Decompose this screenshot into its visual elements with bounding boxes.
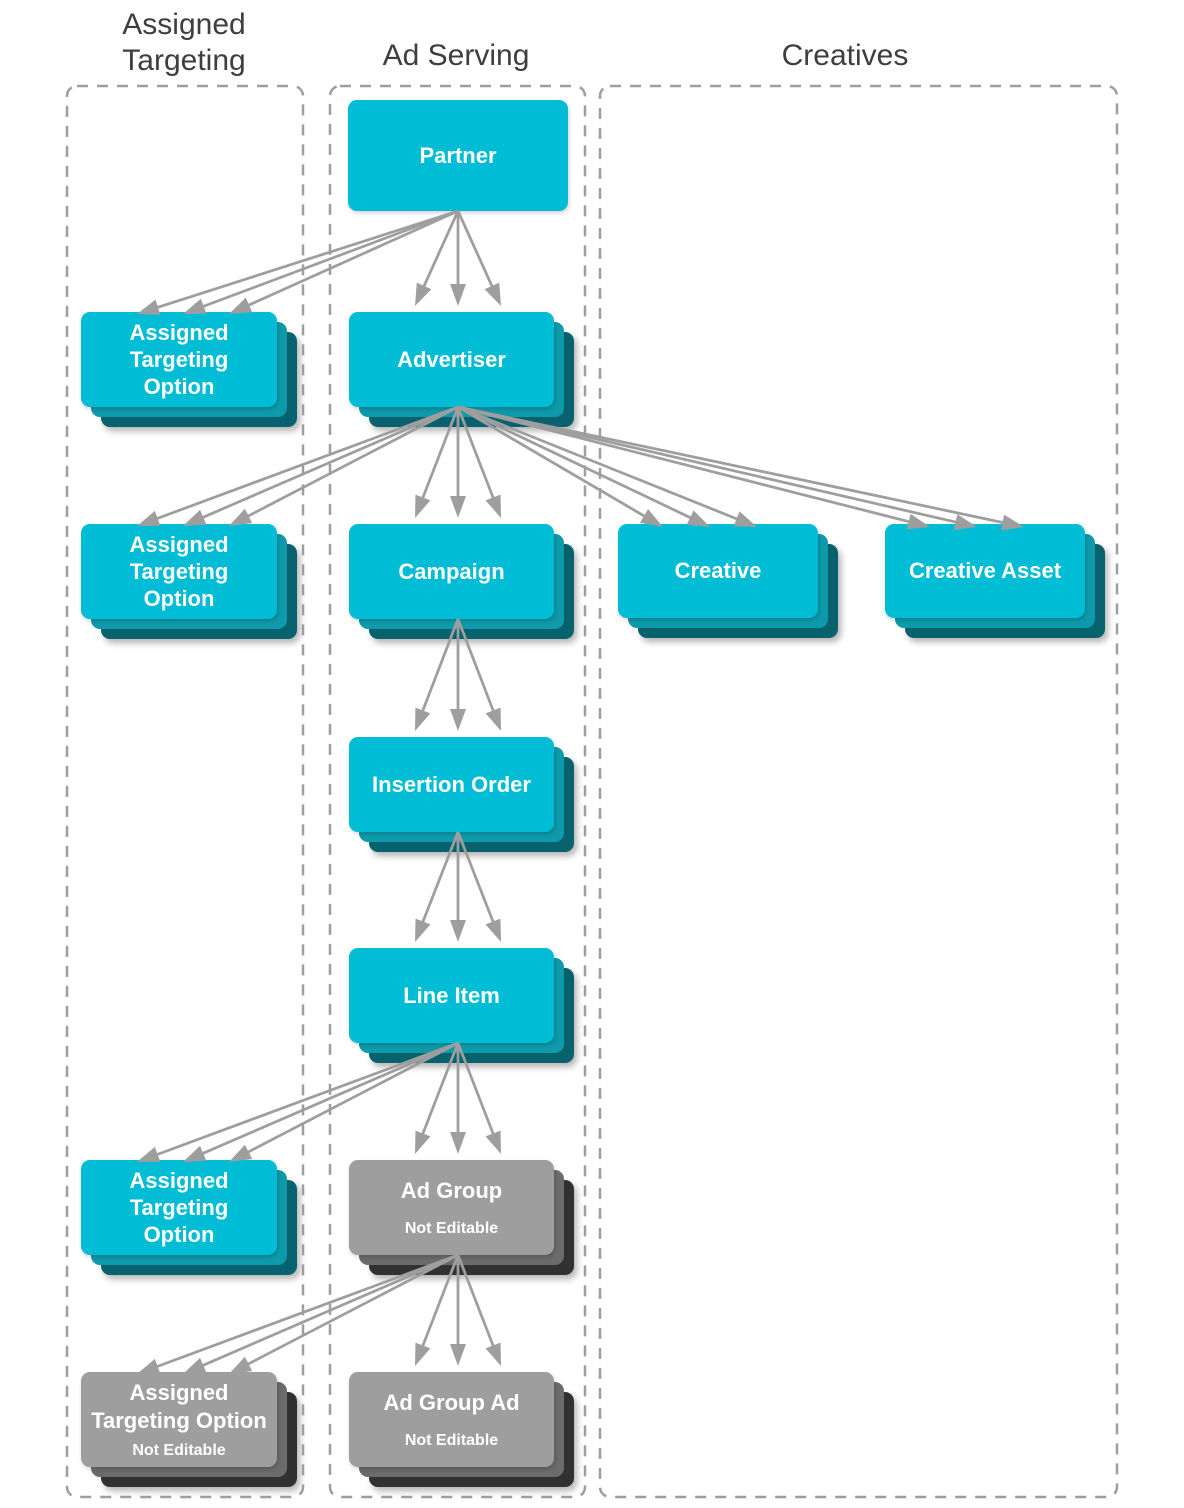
node-creative: Creative xyxy=(618,524,818,618)
node-creative-asset: Creative Asset xyxy=(885,524,1085,618)
node-ad-group-ad-not-editable-badge: Not Editable xyxy=(404,1432,499,1450)
node-line-item: Line Item xyxy=(349,948,554,1043)
node-campaign-label: Campaign xyxy=(398,558,505,584)
node-ad-group-not-editable-badge: Not Editable xyxy=(404,1220,499,1238)
node-assigned-targeting-option-partner: Assigned Targeting Option xyxy=(81,312,277,407)
node-insertion-order: Insertion Order xyxy=(349,737,554,832)
node-assigned-targeting-option-line-item: Assigned Targeting Option xyxy=(81,1160,277,1255)
node-partner-label: Partner xyxy=(419,142,497,168)
node-ad-group: Ad Group Not Editable xyxy=(349,1160,554,1255)
node-assigned-targeting-option-partner-label: Assigned Targeting Option xyxy=(129,319,229,400)
column-title-assigned-targeting: Assigned Targeting xyxy=(122,8,246,77)
edge-partner-assigned_targeting_option_partner xyxy=(137,209,459,315)
node-creative-label: Creative xyxy=(674,558,762,584)
node-assigned-targeting-option-ad-group-not-editable-badge: Not Editable xyxy=(132,1441,226,1459)
node-ad-group-ad: Ad Group Ad Not Editable xyxy=(349,1372,554,1467)
edge-partner-advertiser xyxy=(415,210,501,306)
node-assigned-targeting-option-ad-group-label: Assigned Targeting Option xyxy=(91,1380,267,1433)
node-advertiser: Advertiser xyxy=(349,312,554,407)
node-partner: Partner xyxy=(348,100,568,211)
node-assigned-targeting-option-advertiser-label: Assigned Targeting Option xyxy=(129,531,229,612)
column-border-assigned-targeting xyxy=(65,84,305,1499)
node-line-item-label: Line Item xyxy=(403,982,500,1008)
node-insertion-order-label: Insertion Order xyxy=(372,771,531,797)
node-assigned-targeting-option-advertiser: Assigned Targeting Option xyxy=(81,524,277,619)
node-creative-asset-label: Creative Asset xyxy=(908,558,1062,584)
node-advertiser-label: Advertiser xyxy=(397,346,506,372)
node-assigned-targeting-option-line-item-label: Assigned Targeting Option xyxy=(129,1167,229,1248)
column-title-creatives: Creatives xyxy=(781,39,909,72)
column-border-creatives xyxy=(598,84,1119,1499)
column-title-ad-serving: Ad Serving xyxy=(382,39,530,72)
node-assigned-targeting-option-ad-group: Assigned Targeting Option Not Editable xyxy=(81,1372,277,1467)
node-ad-group-label: Ad Group xyxy=(400,1177,503,1203)
node-campaign: Campaign xyxy=(349,524,554,619)
node-ad-group-ad-label: Ad Group Ad xyxy=(383,1389,520,1415)
